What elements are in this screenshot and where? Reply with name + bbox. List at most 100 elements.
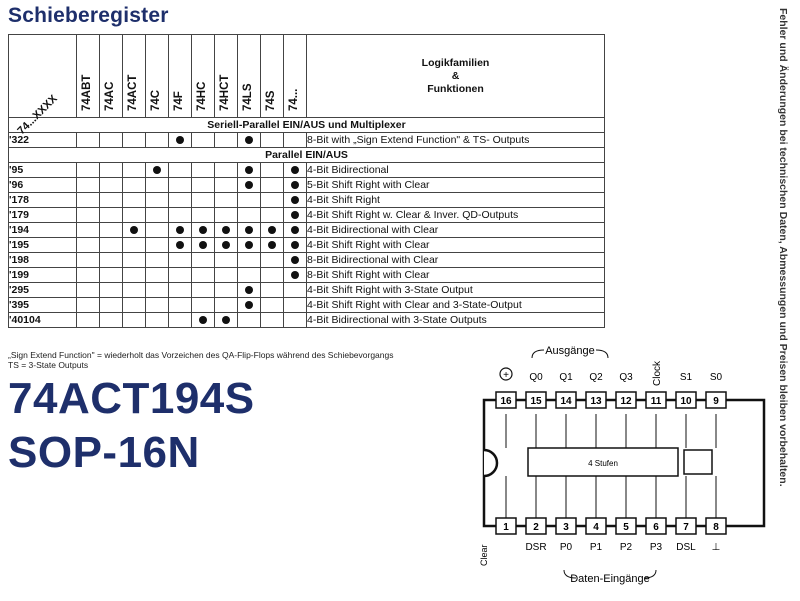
available-dot-icon bbox=[291, 270, 299, 279]
pin-label: S1 bbox=[680, 372, 693, 383]
family-availability-cell bbox=[122, 207, 146, 223]
family-label: 74F bbox=[173, 91, 185, 111]
pin-box bbox=[705, 517, 727, 535]
available-dot-icon bbox=[199, 315, 207, 324]
pin-label: + bbox=[503, 370, 509, 381]
pin-box bbox=[585, 391, 607, 409]
available-dot-icon bbox=[291, 195, 299, 204]
family-availability-cell bbox=[99, 132, 123, 148]
family-availability-cell bbox=[191, 132, 215, 148]
family-availability-cell bbox=[237, 162, 261, 178]
family-availability-cell bbox=[122, 192, 146, 208]
family-availability-cell bbox=[214, 237, 238, 253]
family-availability-cell bbox=[237, 282, 261, 298]
family-availability-cell bbox=[237, 177, 261, 193]
side-disclaimer: Fehler und Änderungen bei technischen Da… bbox=[777, 8, 799, 592]
function-cell: 4-Bit Shift Right with 3-State Output bbox=[306, 282, 605, 298]
family-availability-cell bbox=[122, 237, 146, 253]
available-dot-icon bbox=[268, 240, 276, 249]
family-availability-cell bbox=[214, 192, 238, 208]
family-availability-cell bbox=[99, 312, 123, 328]
family-availability-cell bbox=[237, 312, 261, 328]
family-availability-cell bbox=[76, 237, 100, 253]
part-number: 74ACT194S bbox=[8, 374, 255, 423]
column-header-family: 74F bbox=[168, 34, 192, 118]
available-dot-icon bbox=[291, 210, 299, 219]
package-type: SOP-16N bbox=[8, 428, 200, 477]
side-disclaimer-text: Fehler und Änderungen bei technischen Da… bbox=[777, 8, 789, 487]
supply-plus-icon bbox=[499, 367, 513, 381]
family-availability-cell bbox=[76, 192, 100, 208]
pin-number: 16 bbox=[500, 396, 512, 407]
available-dot-icon bbox=[245, 300, 253, 309]
available-dot-icon bbox=[245, 240, 253, 249]
pin-number: 15 bbox=[530, 396, 542, 407]
footnote-line-2: TS = 3-State Outputs bbox=[8, 360, 89, 370]
part-number-cell: '96 bbox=[8, 177, 77, 193]
pin-number: 9 bbox=[713, 396, 719, 407]
pin-box bbox=[645, 517, 667, 535]
family-availability-cell bbox=[260, 297, 284, 313]
family-availability-cell bbox=[283, 312, 307, 328]
register-block bbox=[527, 447, 679, 477]
family-availability-cell bbox=[214, 297, 238, 313]
family-availability-cell bbox=[283, 267, 307, 283]
family-availability-cell bbox=[145, 297, 169, 313]
family-availability-cell bbox=[168, 252, 192, 268]
family-availability-cell bbox=[283, 192, 307, 208]
family-availability-cell bbox=[76, 132, 100, 148]
family-availability-cell bbox=[168, 177, 192, 193]
pin-number: 6 bbox=[653, 522, 659, 533]
family-availability-cell bbox=[283, 162, 307, 178]
family-availability-cell bbox=[99, 207, 123, 223]
family-availability-cell bbox=[145, 267, 169, 283]
family-availability-cell bbox=[76, 222, 100, 238]
part-number-cell: '178 bbox=[8, 192, 77, 208]
family-availability-cell bbox=[214, 207, 238, 223]
column-header-family: 74HCT bbox=[214, 34, 238, 118]
family-availability-cell bbox=[99, 222, 123, 238]
column-header-family: 74C bbox=[145, 34, 169, 118]
pin-label: P0 bbox=[560, 542, 573, 553]
function-header-line: Logikfamilien bbox=[421, 56, 490, 69]
inputs-brace bbox=[563, 569, 657, 579]
column-header-family: 74HC bbox=[191, 34, 215, 118]
family-availability-cell bbox=[260, 237, 284, 253]
family-availability-cell bbox=[191, 162, 215, 178]
available-dot-icon bbox=[176, 240, 184, 249]
function-cell: 4-Bit Shift Right bbox=[306, 192, 605, 208]
pin-label: DSR bbox=[525, 542, 546, 553]
function-cell: 4-Bit Bidirectional with 3-State Outputs bbox=[306, 312, 605, 328]
part-number-cell: '199 bbox=[8, 267, 77, 283]
function-header-line: Funktionen bbox=[427, 82, 484, 95]
function-cell: 8-Bit Bidirectional with Clear bbox=[306, 252, 605, 268]
family-availability-cell bbox=[260, 132, 284, 148]
control-block bbox=[683, 449, 713, 475]
pin-number: 12 bbox=[620, 396, 632, 407]
family-availability-cell bbox=[145, 237, 169, 253]
ic-notch bbox=[483, 448, 499, 478]
available-dot-icon bbox=[245, 225, 253, 234]
family-availability-cell bbox=[214, 252, 238, 268]
available-dot-icon bbox=[291, 180, 299, 189]
section-heading: Parallel EIN/AUS bbox=[8, 147, 605, 163]
family-availability-cell bbox=[76, 162, 100, 178]
family-availability-cell bbox=[214, 132, 238, 148]
available-dot-icon bbox=[291, 165, 299, 174]
pin-box bbox=[495, 391, 517, 409]
pin-box bbox=[585, 517, 607, 535]
family-availability-cell bbox=[168, 312, 192, 328]
part-number-cell: '194 bbox=[8, 222, 77, 238]
family-availability-cell bbox=[168, 282, 192, 298]
family-availability-cell bbox=[283, 132, 307, 148]
part-number-cell: '395 bbox=[8, 297, 77, 313]
family-availability-cell bbox=[168, 297, 192, 313]
